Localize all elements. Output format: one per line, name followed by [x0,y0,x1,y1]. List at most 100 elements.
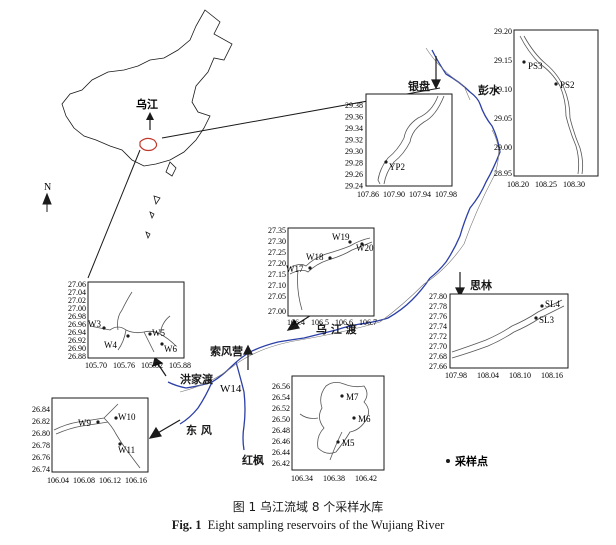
sample-point [348,240,352,244]
inset-yp-y-ticks: 29.38 29.36 29.34 29.32 29.30 29.28 29.2… [345,101,363,191]
x-tick: 106.16 [125,476,147,485]
point-label: W17 [286,264,304,274]
x-tick: 106.12 [99,476,121,485]
sample-point [114,416,118,420]
pointer-arrows [148,56,465,439]
x-tick: 108.16 [541,371,563,380]
point-label: SL4 [545,299,561,309]
y-tick: 27.78 [429,302,447,311]
point-label: YP2 [389,162,405,172]
y-tick: 29.28 [345,159,363,168]
sample-point [160,342,164,346]
label-hongfeng: 红枫 [242,453,264,467]
y-tick: 26.50 [272,415,290,424]
inset-w-y-ticks: 27.35 27.30 27.25 27.20 27.15 27.10 27.0… [268,226,286,316]
x-tick: 106.34 [291,474,313,483]
y-tick: 26.98 [68,312,86,321]
y-tick: 27.15 [268,270,286,279]
inset-hj-y-ticks: 27.06 27.04 27.02 27.00 26.98 26.96 26.9… [68,280,86,361]
point-label: M5 [342,438,355,448]
sample-point [336,440,340,444]
point-label: W19 [332,232,350,242]
x-tick: 107.86 [357,190,379,199]
point-label: SL3 [539,315,555,325]
china-outline-map [61,9,233,240]
inset-hj: 27.06 27.04 27.02 27.00 26.98 26.96 26.9… [68,280,191,370]
inset-sl-reservoir [451,299,565,359]
inset-ps-y-ticks: 29.20 29.15 29.10 29.05 29.00 28.95 [494,27,512,178]
sample-point [96,420,100,424]
sample-point [360,242,364,246]
x-tick: 106.42 [355,474,377,483]
x-tick: 105.82 [141,361,163,370]
x-tick: 106.7 [359,318,377,327]
x-tick: 105.88 [169,361,191,370]
sample-point [554,82,558,86]
inset-w-reservoir [289,237,373,311]
x-tick: 108.04 [477,371,499,380]
sample-point [534,316,538,320]
y-tick: 26.54 [272,393,290,402]
y-tick: 27.35 [268,226,286,235]
point-label: W5 [152,328,165,338]
inset-sl-frame [449,293,569,369]
y-tick: 26.88 [68,352,86,361]
sample-point [352,416,356,420]
y-tick: 27.66 [429,362,447,371]
river-labels: 银盘 彭水 思林 乌 江 渡 索风营 洪家渡 东 风 红枫 [180,79,501,467]
point-label: M6 [358,414,371,424]
y-tick: 26.48 [272,426,290,435]
sample-point [522,60,526,64]
sample-point [118,442,122,446]
x-tick: 106.04 [47,476,69,485]
sample-point [126,334,130,338]
inset-sl-x-ticks: 107.98 108.04 108.10 108.16 [445,371,563,380]
y-tick: 26.56 [272,382,290,391]
inset-yp-frame [365,93,453,187]
x-tick: 108.30 [563,180,585,189]
x-tick: 108.20 [507,180,529,189]
x-tick: 107.98 [435,190,457,199]
inset-hf-reservoir [299,382,369,461]
inset-ps-reservoir [519,35,584,175]
inset-yp: 29.38 29.36 29.34 29.32 29.30 29.28 29.2… [345,93,457,199]
inset-yp-reservoir [377,95,445,185]
legend: 采样点 [446,454,488,468]
inset-hf-x-ticks: 106.34 106.38 106.42 [291,474,377,483]
inset-yp-x-ticks: 107.86 107.90 107.94 107.98 [357,190,457,199]
sample-point [540,304,544,308]
y-tick: 26.80 [32,429,50,438]
inset-w-frame [287,227,375,317]
x-tick: 108.25 [535,180,557,189]
point-label: W11 [118,445,135,455]
y-tick: 27.76 [429,312,447,321]
caption-english-text: Eight sampling reservoirs of the Wujiang… [207,518,445,532]
sample-point [328,256,332,260]
y-tick: 26.42 [272,459,290,468]
label-wujiangdu: 乌 江 渡 [316,322,358,336]
y-tick: 26.90 [68,344,86,353]
y-tick: 29.30 [345,147,363,156]
y-tick: 27.06 [68,280,86,289]
y-tick: 29.34 [345,124,363,133]
point-label: W6 [164,344,177,354]
label-hongjiadu: 洪家渡 [180,372,214,386]
china-map-arrow-head [146,112,154,120]
inset-hf-frame [291,375,385,471]
caption-figure-label: Fig. 1 [171,518,202,532]
x-tick: 106.6 [335,318,353,327]
inset-sl: 27.80 27.78 27.76 27.74 27.72 27.70 27.6… [429,292,569,380]
y-tick: 28.95 [494,169,512,178]
y-tick: 26.52 [272,404,290,413]
y-tick: 26.46 [272,437,290,446]
inset-ps-x-ticks: 108.20 108.25 108.30 [507,180,585,189]
y-tick: 27.04 [68,288,86,297]
point-label: W4 [104,340,117,350]
point-label: W9 [78,418,91,428]
sample-point [384,160,388,164]
y-tick: 29.15 [494,56,512,65]
y-tick: 26.82 [32,417,50,426]
river-network [167,49,501,451]
x-tick: 106.08 [73,476,95,485]
y-tick: 27.74 [429,322,447,331]
